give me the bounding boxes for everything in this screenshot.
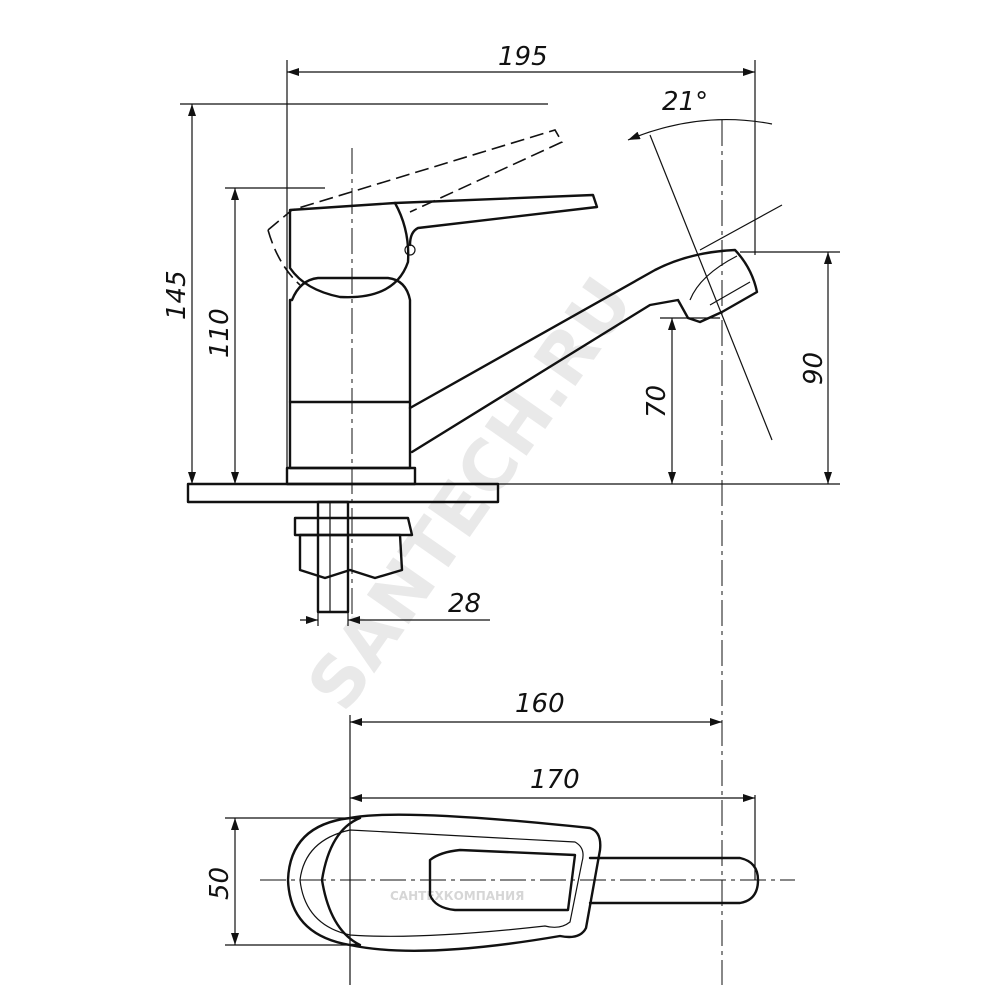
label-90: 90 — [799, 352, 829, 385]
top-lever — [348, 813, 602, 952]
angle-arc — [627, 118, 773, 141]
label-70: 70 — [642, 385, 672, 418]
shank — [316, 500, 350, 614]
top-body — [286, 816, 362, 947]
nut-body — [298, 533, 404, 580]
top-lever-slot — [428, 848, 577, 912]
watermark-main: SANTECH.RU — [292, 263, 649, 725]
spout — [408, 248, 759, 454]
top-spout — [588, 856, 760, 905]
lever-raised-outline — [267, 129, 564, 286]
label-170: 170 — [530, 765, 580, 795]
lever-handle — [393, 193, 599, 247]
nut-flange — [293, 516, 414, 537]
label-145: 145 — [162, 270, 192, 320]
angle-line-1 — [649, 134, 773, 441]
watermark-company: САНТЕХКОМПАНИЯ — [390, 889, 524, 903]
watermark: SANTECH.RU САНТЕХКОМПАНИЯ — [292, 263, 649, 903]
label-160: 160 — [515, 689, 565, 719]
top-lever-inner — [299, 829, 584, 937]
side-view — [180, 60, 840, 985]
lever-pivot — [404, 244, 416, 256]
body-ring — [285, 466, 417, 486]
label-50: 50 — [205, 867, 235, 900]
lever-cap — [288, 201, 410, 299]
body-cylinder — [288, 276, 412, 470]
label-angle: 21° — [662, 87, 708, 117]
label-110: 110 — [205, 308, 235, 358]
label-195: 195 — [498, 42, 548, 72]
label-28: 28 — [448, 589, 481, 619]
angle-line-2 — [699, 204, 783, 251]
top-view — [225, 715, 795, 985]
